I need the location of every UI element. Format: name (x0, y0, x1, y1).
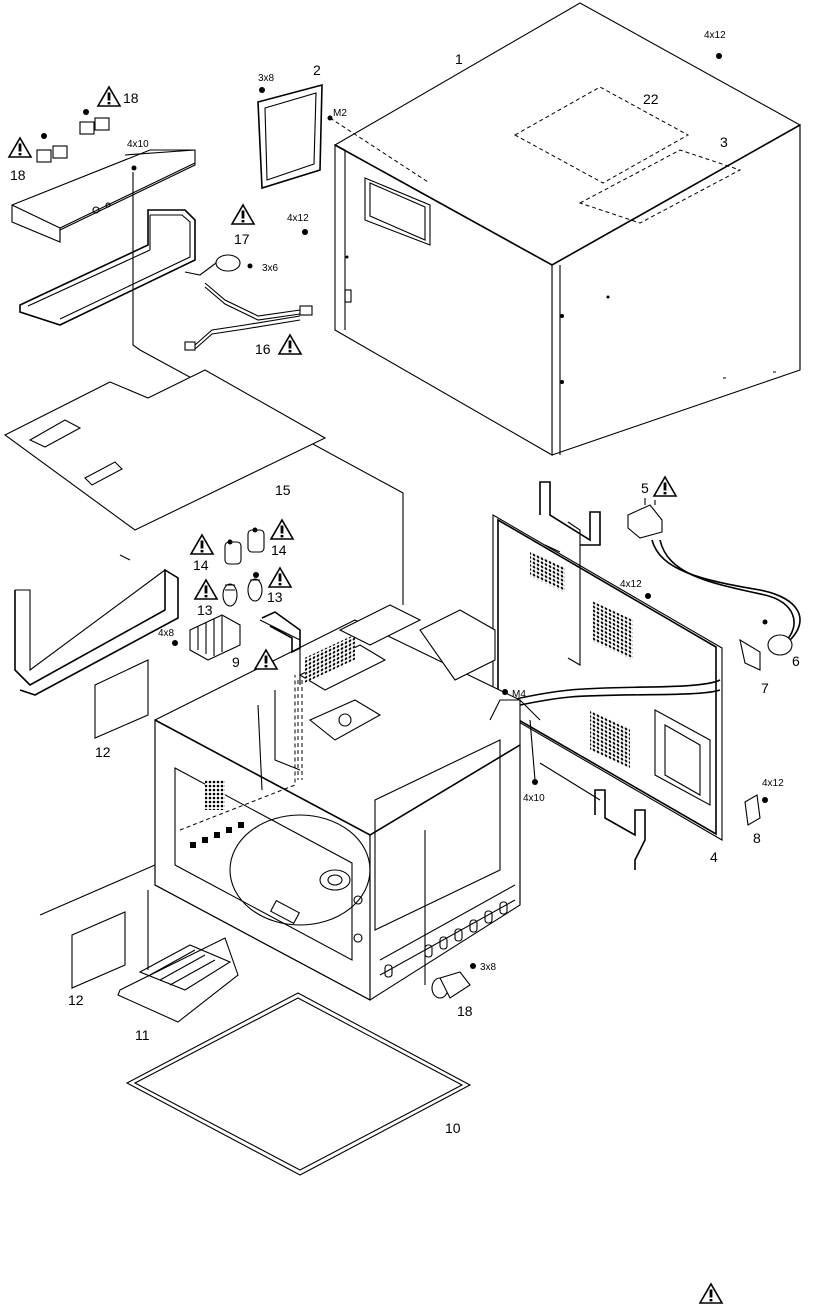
angle-bracket (261, 611, 301, 654)
capacitor (424, 830, 476, 999)
warning-icon (254, 649, 278, 670)
dashed-plate-3 (578, 149, 742, 224)
screw-label-4x12-bracket: 4x12 (762, 778, 784, 789)
warning-icon (97, 86, 121, 107)
wire-frame (19, 209, 196, 326)
bracket (744, 794, 768, 826)
part-label-16: 16 (255, 341, 271, 357)
part-label-14b: 14 (271, 542, 287, 558)
handle-top (539, 481, 601, 546)
warning-icon (699, 1283, 723, 1304)
screw-label-4x12-top: 4x12 (704, 30, 726, 41)
main-chassis (154, 604, 541, 1001)
screw-label-4x12-mid: 4x12 (287, 213, 309, 224)
screw-label-m2: M2 (333, 108, 347, 119)
warning-icon (190, 534, 214, 555)
part-label-18a: 18 (123, 90, 139, 106)
part-label-17: 17 (234, 231, 250, 247)
rear-panel (492, 514, 723, 841)
part-label-1: 1 (455, 51, 463, 67)
part-label-9: 9 (232, 654, 240, 670)
part-label-18b: 18 (10, 167, 26, 183)
handle-left (14, 568, 179, 696)
part-label-14a: 14 (193, 557, 209, 573)
lamp-sockets (222, 527, 265, 607)
base-tray (117, 890, 239, 1023)
sheet-12-bottom (39, 864, 156, 989)
dashed-plate-22 (513, 86, 690, 184)
part-label-11: 11 (135, 1027, 150, 1043)
hv-component (172, 614, 241, 661)
part-label-12a: 12 (95, 744, 111, 760)
warning-icon (231, 204, 255, 225)
part-label-15: 15 (275, 482, 291, 498)
screw-label-4x10-mid: 4x10 (523, 793, 545, 804)
screw-label-3x6: 3x6 (262, 263, 279, 274)
part-label-13a: 13 (197, 602, 213, 618)
wire-harness (184, 282, 313, 351)
part-label-7: 7 (761, 680, 769, 696)
part-label-6: 6 (792, 653, 800, 669)
warning-icon (653, 476, 677, 497)
warning-icon (8, 137, 32, 158)
part-label-18c: 18 (457, 1003, 473, 1019)
part-label-12b: 12 (68, 992, 84, 1008)
screw-label-4x10-top: 4x10 (127, 139, 149, 150)
bottom-plate (125, 992, 472, 1176)
screw-label-4x12-rear: 4x12 (620, 579, 642, 590)
warning-icon (268, 567, 292, 588)
part-label-3: 3 (720, 134, 728, 150)
part-label-13b: 13 (267, 589, 283, 605)
part-label-4: 4 (710, 849, 718, 865)
warning-icon (270, 519, 294, 540)
part-label-22: 22 (643, 91, 659, 107)
outer-cabinet (329, 2, 802, 456)
holder-frame (257, 83, 323, 190)
part-label-2: 2 (313, 62, 321, 78)
screw-label-3x8-top: 3x8 (258, 73, 275, 84)
thermal-switch (184, 254, 253, 276)
warning-icon (194, 579, 218, 600)
handle-bottom (594, 789, 646, 870)
sheet-12-top (94, 659, 149, 739)
part-label-5: 5 (641, 480, 649, 496)
control-box (11, 109, 196, 243)
warning-icon (278, 334, 302, 355)
screw-label-m4: M4 (512, 689, 526, 700)
part-label-8: 8 (753, 830, 761, 846)
screw-label-4x8: 4x8 (158, 628, 175, 639)
insulation-sheet (3, 369, 327, 531)
screw-label-3x8-bottom: 3x8 (480, 962, 497, 973)
part-label-10: 10 (445, 1120, 461, 1136)
